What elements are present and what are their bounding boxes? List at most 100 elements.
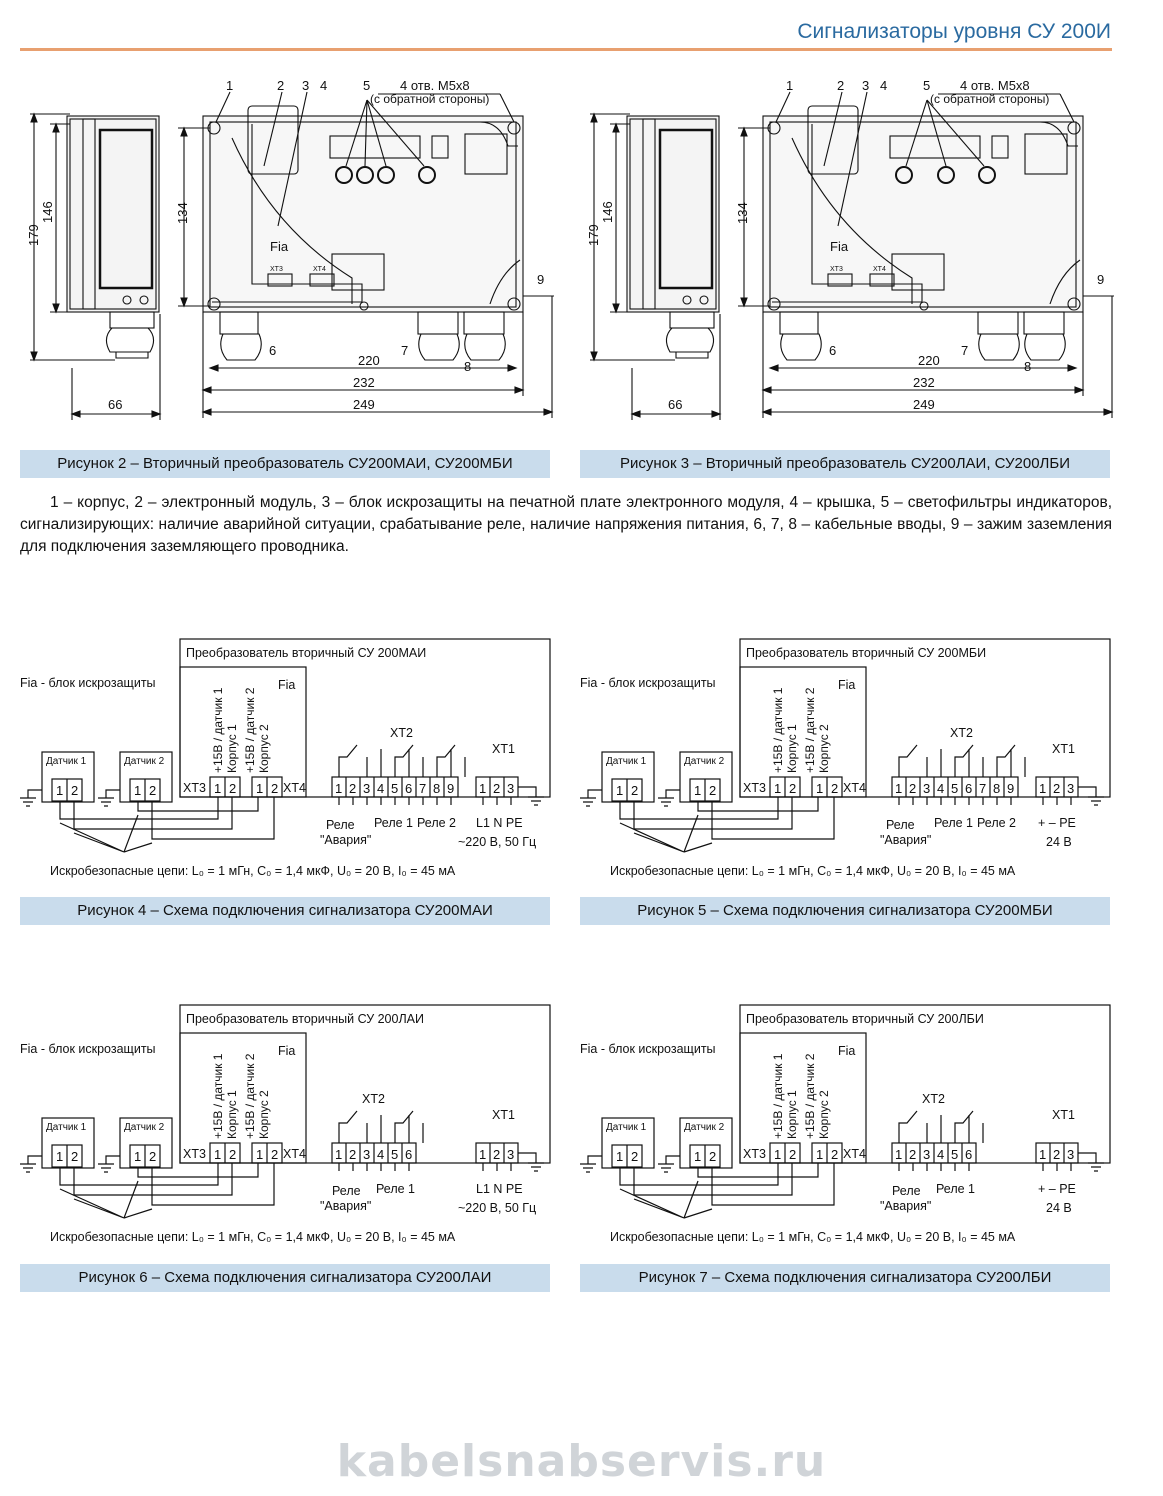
xt3-label: ХТ3 — [183, 1147, 206, 1161]
schematic-figure-5: Преобразователь вторичный СУ 200МБИ Fia … — [580, 638, 1111, 878]
part-label-7: 7 — [401, 343, 408, 358]
intrinsic-safety-params: Искробезопасные цепи: L₀ = 1 мГн, C₀ = 1… — [50, 864, 456, 878]
schematic-title: Преобразователь вторичный СУ 200ЛБИ — [746, 1012, 984, 1026]
power-terminals: L1 N PE — [476, 816, 523, 830]
xt1-label: ХТ1 — [492, 1108, 515, 1122]
svg-text:5: 5 — [391, 781, 398, 796]
dim-179: 179 — [26, 224, 41, 246]
svg-text:1: 1 — [616, 1149, 623, 1164]
svg-text:2: 2 — [1053, 781, 1060, 796]
parts-description: 1 – корпус, 2 – электронный модуль, 3 – … — [20, 494, 1112, 555]
part-label-9: 9 — [537, 272, 544, 287]
svg-text:1: 1 — [694, 783, 701, 798]
dim-232: 232 — [913, 375, 935, 390]
part-label-9: 9 — [1097, 272, 1104, 287]
fia-label: Fia — [838, 1044, 855, 1058]
schematic-figure-7: Преобразователь вторичный СУ 200ЛБИ Fia … — [580, 1004, 1111, 1244]
dim-179: 179 — [586, 224, 601, 246]
drawing-figure-2: 1 2 3 4 5 4 отв. М5х8 (с обратной сторон… — [26, 78, 554, 420]
power-supply: 24 В — [1046, 1201, 1072, 1215]
svg-text:1: 1 — [816, 781, 823, 796]
schematic-title: Преобразователь вторичный СУ 200МАИ — [186, 646, 426, 660]
svg-text:2: 2 — [349, 1147, 356, 1162]
terminal-col-2: Корпус 1 — [785, 724, 799, 773]
relay-alarm-label-2: "Авария" — [320, 1199, 371, 1213]
svg-text:2: 2 — [1053, 1147, 1060, 1162]
svg-text:2: 2 — [271, 1147, 278, 1162]
power-terminals: + – PE — [1038, 816, 1076, 830]
svg-text:2: 2 — [909, 1147, 916, 1162]
holes-note: 4 отв. М5х8 — [960, 78, 1030, 93]
svg-text:2: 2 — [71, 783, 78, 798]
svg-text:2: 2 — [271, 781, 278, 796]
terminal-col-3: +15В / датчик 2 — [803, 1053, 817, 1139]
svg-text:5: 5 — [391, 1147, 398, 1162]
part-label-1: 1 — [226, 78, 233, 93]
terminal-col-2: Корпус 1 — [785, 1090, 799, 1139]
sensor-1-label: Датчик 1 — [46, 756, 87, 767]
svg-text:3: 3 — [1067, 781, 1074, 796]
relay-2-label: Реле 2 — [417, 816, 456, 830]
terminal-col-1: +15В / датчик 1 — [211, 1053, 225, 1139]
terminal-col-1: +15В / датчик 1 — [211, 687, 225, 773]
relay-alarm-label: Реле — [332, 1184, 361, 1198]
fia-label: Fia — [278, 678, 295, 692]
relay-alarm-label-2: "Авария" — [320, 833, 371, 847]
svg-text:5: 5 — [951, 781, 958, 796]
dim-134: 134 — [735, 202, 750, 224]
figure-3-caption: Рисунок 3 – Вторичный преобразователь СУ… — [580, 450, 1110, 478]
svg-text:9: 9 — [447, 781, 454, 796]
dim-249: 249 — [353, 397, 375, 412]
intrinsic-safety-params: Искробезопасные цепи: L₀ = 1 мГн, C₀ = 1… — [610, 864, 1016, 878]
svg-text:1: 1 — [214, 781, 221, 796]
part-label-4: 4 — [880, 78, 887, 93]
relay-1-label: Реле 1 — [376, 1182, 415, 1196]
holes-note-2: (с обратной стороны) — [370, 92, 489, 106]
svg-text:1: 1 — [895, 1147, 902, 1162]
fia-label: Fia — [278, 1044, 295, 1058]
svg-text:7: 7 — [979, 781, 986, 796]
relay-1-label: Реле 1 — [936, 1182, 975, 1196]
svg-text:2: 2 — [493, 781, 500, 796]
xt4-label: ХТ4 — [873, 266, 886, 273]
svg-text:1: 1 — [895, 781, 902, 796]
holes-note-2: (с обратной стороны) — [930, 92, 1049, 106]
svg-text:1: 1 — [335, 1147, 342, 1162]
svg-text:4: 4 — [377, 1147, 384, 1162]
svg-text:3: 3 — [923, 781, 930, 796]
svg-text:1: 1 — [1039, 781, 1046, 796]
terminal-col-4: Корпус 2 — [257, 724, 271, 773]
svg-text:1: 1 — [774, 1147, 781, 1162]
svg-text:1: 1 — [134, 1149, 141, 1164]
svg-text:2: 2 — [631, 783, 638, 798]
part-label-3: 3 — [302, 78, 309, 93]
svg-text:3: 3 — [363, 1147, 370, 1162]
part-label-1: 1 — [786, 78, 793, 93]
part-label-6: 6 — [829, 343, 836, 358]
xt2-label: ХТ2 — [390, 726, 413, 740]
xt1-label: ХТ1 — [1052, 1108, 1075, 1122]
xt3-label: ХТ3 — [743, 781, 766, 795]
drawing-figure-3: 1 2 3 4 5 4 отв. М5х8 (с обратной сторон… — [586, 78, 1114, 420]
relay-2-label: Реле 2 — [977, 816, 1016, 830]
svg-text:7: 7 — [419, 781, 426, 796]
svg-text:2: 2 — [149, 1149, 156, 1164]
power-supply: ~220 В, 50 Гц — [458, 835, 536, 849]
svg-text:2: 2 — [831, 781, 838, 796]
figure-7-caption: Рисунок 7 – Схема подключения сигнализат… — [580, 1264, 1110, 1292]
dim-146: 146 — [40, 201, 55, 223]
svg-text:3: 3 — [363, 781, 370, 796]
relay-alarm-label: Реле — [892, 1184, 921, 1198]
figure-4-caption: Рисунок 4 – Схема подключения сигнализат… — [20, 897, 550, 925]
dim-134: 134 — [175, 202, 190, 224]
xt4-label: ХТ4 — [283, 781, 306, 795]
sensor-1-label: Датчик 1 — [606, 756, 647, 767]
svg-text:2: 2 — [831, 1147, 838, 1162]
dim-220: 220 — [918, 353, 940, 368]
svg-text:1: 1 — [774, 781, 781, 796]
svg-text:2: 2 — [789, 1147, 796, 1162]
xt3-label: ХТ3 — [830, 266, 843, 273]
svg-text:8: 8 — [993, 781, 1000, 796]
svg-text:3: 3 — [507, 1147, 514, 1162]
terminal-col-2: Корпус 1 — [225, 724, 239, 773]
